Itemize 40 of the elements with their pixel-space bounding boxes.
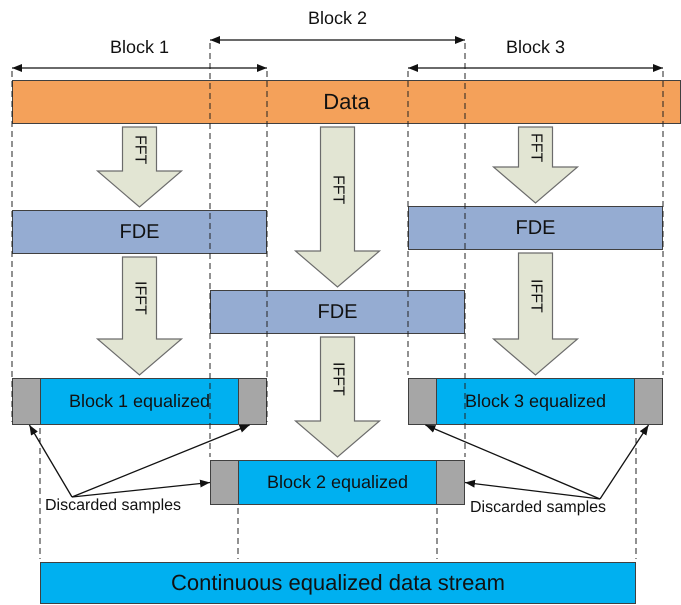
annotation-text: Discarded samples <box>470 499 606 517</box>
edge-label: IFFT <box>526 279 544 313</box>
leader-line <box>28 424 73 498</box>
edge-label: FFT <box>328 174 346 204</box>
annotation-text: Discarded samples <box>45 497 182 515</box>
fde-box: FDE <box>12 210 267 254</box>
edge-label: FFT <box>130 134 148 164</box>
fde-box: FDE <box>408 206 663 250</box>
discarded-sample-box <box>436 460 465 505</box>
block-arrow <box>492 126 580 204</box>
bar-label: Block 1 equalized <box>68 391 210 412</box>
discarded-sample-box <box>634 378 663 425</box>
discarded-sample-box <box>238 378 267 425</box>
discarded-sample-box <box>408 378 437 425</box>
discarded-sample-box <box>12 378 41 425</box>
dimension-label: Block 2 <box>308 8 368 28</box>
leader-line <box>464 480 600 500</box>
edge-label: FFT <box>526 132 544 162</box>
block-arrow <box>294 336 382 458</box>
bar-label: Block 2 equalized <box>266 472 408 493</box>
equalized-block-bar <box>12 378 267 425</box>
leader-line <box>72 480 210 498</box>
equalized-block-bar <box>408 378 663 425</box>
block-arrow <box>96 256 184 376</box>
dimension-label: Block 1 <box>110 36 170 58</box>
fde-box: FDE <box>210 290 465 334</box>
edge-label: IFFT <box>328 362 346 396</box>
block-arrow <box>492 252 580 376</box>
edge-label: IFFT <box>130 281 148 315</box>
leader-line <box>599 424 650 500</box>
data-stream-bar: Continuous equalized data stream <box>40 562 636 604</box>
dimension-label: Block 3 <box>506 36 566 58</box>
leader-line <box>72 424 250 498</box>
data-bar: Data <box>12 80 681 124</box>
bar-label: Block 3 equalized <box>464 391 606 412</box>
discarded-sample-box <box>210 460 239 505</box>
equalized-block-bar <box>210 460 465 505</box>
leader-line <box>425 424 600 500</box>
block-arrow <box>294 126 382 288</box>
block-arrow <box>96 126 184 208</box>
